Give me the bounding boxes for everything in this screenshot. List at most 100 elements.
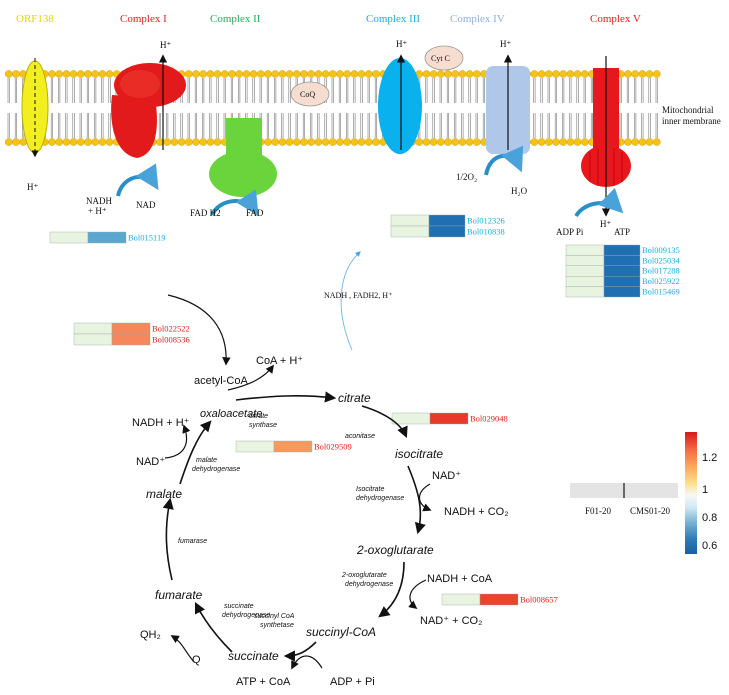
membrane-label-line1: Mitochondrial	[662, 105, 714, 115]
complex3-h-label: H⁺	[396, 39, 407, 49]
heatmap-cell-cms01	[479, 593, 519, 606]
inner-membrane	[5, 70, 661, 146]
acetyl-input-arrow	[167, 294, 231, 366]
heatmap-cell-f01	[390, 214, 430, 227]
isocitrate-to-ogd-arrow	[407, 465, 426, 535]
complex2-curved-arrow	[210, 189, 259, 217]
complex1-nadh-line1: NADH	[86, 196, 112, 206]
scale-tick-2: 1	[702, 484, 708, 496]
heatmap-cell-cms01	[603, 286, 641, 298]
heatmap-cell-cms01	[603, 244, 641, 256]
complex3-title: Complex III	[366, 13, 420, 25]
sdh-line2: dehydrogenase	[222, 612, 270, 619]
oxaloacetate-label: oxaloacetate	[200, 408, 262, 420]
icdh-line2: dehydrogenase	[356, 495, 404, 502]
citrate-label: citrate	[338, 391, 371, 405]
heatmap-cell-f01	[441, 593, 481, 606]
legend-sample2: CMS01-20	[630, 506, 671, 516]
coa-h: CoA + H⁺	[256, 355, 303, 367]
complex4-h-label: H⁺	[500, 39, 511, 49]
icdh-side-arrow	[418, 483, 432, 512]
complex2-title: Complex II	[210, 13, 261, 25]
heatmap-cell-cms01	[111, 322, 151, 335]
succinate-label: succinate	[228, 649, 279, 663]
citrate-synthase-line2: synthase	[249, 422, 277, 429]
oaa-to-citrate-arrow	[235, 391, 337, 403]
cytc-ellipse	[424, 45, 464, 71]
complex1-h-label: H⁺	[160, 40, 171, 50]
coq-label: CoQ	[300, 90, 315, 99]
icdh-line1: Isocitrate	[356, 486, 385, 493]
tca-cycle: acetyl-CoA CoA + H⁺ citrate oxaloacetate…	[132, 294, 508, 688]
malate-label: malate	[146, 487, 182, 501]
heatmap-cell-f01	[73, 322, 113, 335]
heatmap-cell-f01	[565, 255, 605, 266]
heatmap-cell-f01	[565, 265, 605, 277]
complex5-atp: ATP	[614, 227, 630, 237]
scs-side-arrow	[291, 655, 323, 670]
gene-id-label: Bol010838	[467, 227, 505, 237]
heatmap-cell-f01	[73, 333, 113, 346]
complex5-h-label: H⁺	[600, 219, 611, 229]
gene-id-label: Bol025034	[642, 255, 681, 265]
scale-tick-4: 0.6	[702, 540, 717, 552]
nadh-coa-label: NADH + CoA	[427, 573, 493, 585]
citrate-to-isocitrate-arrow	[361, 405, 408, 439]
membrane-label-line2: inner membrane	[662, 116, 721, 126]
complex1-title: Complex I	[120, 13, 167, 25]
complex5-adp: ADP Pi	[556, 227, 584, 237]
heatmap-cell-f01	[565, 244, 605, 256]
gene-heatmaps: Bol015119Bol012326Bol010838Bol009135Bol0…	[49, 214, 681, 606]
cytc-label: Cyt C	[431, 54, 450, 63]
color-scale	[685, 432, 697, 554]
gene-id-label: Bol008657	[520, 595, 558, 605]
heatmap-cell-cms01	[111, 333, 151, 346]
heatmap-cell-cms01	[428, 225, 466, 238]
mdh-line2: dehydrogenase	[192, 466, 240, 473]
heatmap-cell-cms01	[603, 255, 641, 266]
heatmap-cell-f01	[391, 412, 431, 425]
scale-tick-1: 1.2	[702, 452, 717, 464]
fumarase-label: fumarase	[178, 538, 207, 545]
gene-id-label: Bol012326	[467, 216, 505, 226]
mdh-side-arrow	[164, 424, 191, 459]
mdh-line1: malate	[196, 457, 217, 464]
sdh-side-arrow	[170, 635, 195, 663]
complex2-fad: FAD	[246, 208, 264, 218]
ogdh-side-arrow	[408, 579, 427, 610]
heatmap-cell-cms01	[87, 231, 127, 244]
q-label: Q	[192, 654, 201, 666]
scs-line1: succinyl CoA	[254, 613, 295, 620]
nad-co2-label: NAD⁺ + CO₂	[420, 615, 482, 627]
nadh-fadh2-arrow	[340, 251, 361, 351]
gene-id-label: Bol029509	[314, 442, 352, 452]
complex2-fadh2: FAD H2	[190, 208, 221, 218]
succinate-to-fumarate-arrow	[194, 601, 233, 653]
ogdh-line1: 2-oxoglutarate	[341, 572, 387, 579]
qh2-label: QH₂	[140, 629, 161, 641]
complex1-protein	[111, 63, 186, 158]
adp-pi-label: ADP + Pi	[330, 676, 375, 688]
icdh-nad-plus: NAD⁺	[432, 470, 461, 482]
coq-ellipse	[290, 81, 330, 107]
gene-id-label: Bol017288	[642, 266, 680, 276]
acetyl-coa: acetyl-CoA	[194, 375, 248, 387]
gene-id-label: Bol015119	[128, 233, 165, 243]
coa-release-arrow	[227, 364, 275, 391]
heatmap-cell-f01	[49, 231, 89, 244]
ogd-to-succinylcoa-arrow	[378, 561, 405, 618]
complex4-h2o: H₂O	[511, 186, 528, 196]
complex2-protein	[209, 118, 277, 197]
nadh-fadh2-label: NADH , FADH2, H⁺	[324, 291, 392, 300]
complex5-title: Complex V	[590, 13, 641, 25]
legend-sample1: F01-20	[585, 506, 612, 516]
nad-plus-mdh: NAD⁺	[136, 456, 165, 468]
scs-line2: synthetase	[260, 622, 294, 629]
gene-id-label: Bol015469	[642, 287, 680, 297]
heatmap-cell-f01	[235, 440, 275, 453]
succinyl-coa-label: succinyl-CoA	[306, 625, 376, 639]
complex3-protein	[378, 58, 422, 154]
atp-coa-label: ATP + CoA	[236, 676, 291, 688]
